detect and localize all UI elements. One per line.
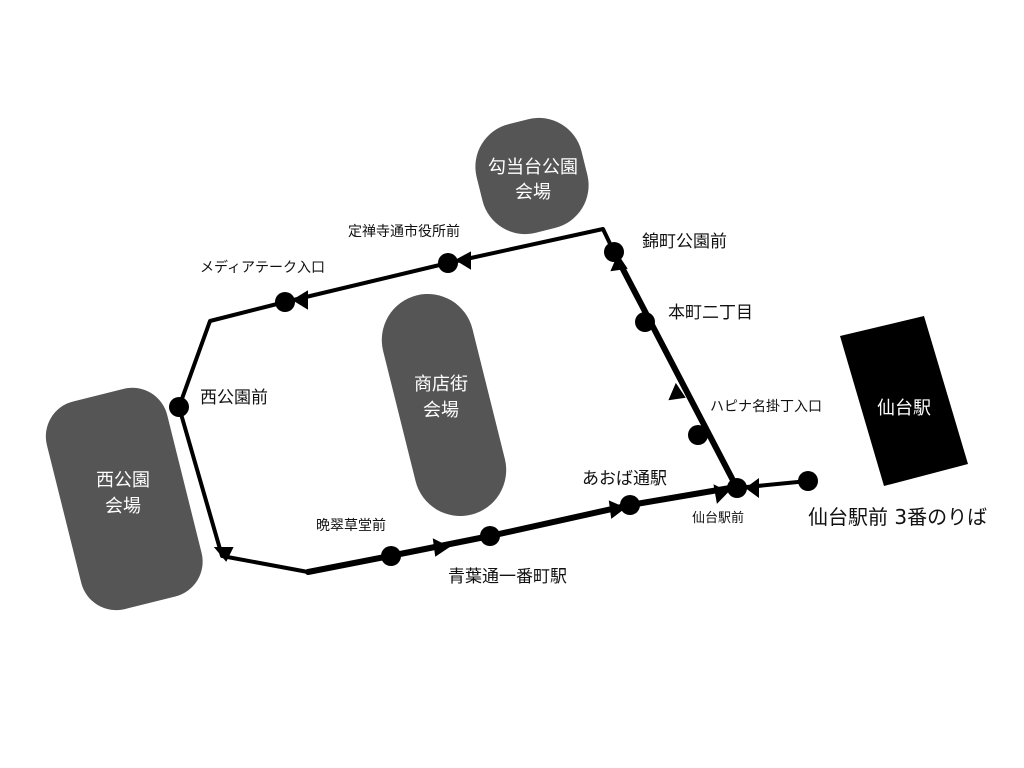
sendai-station-label: 仙台駅 (877, 398, 931, 419)
stop-label-aobadori-ichibancho: 青葉通一番町駅 (448, 567, 567, 587)
arrow-icon (745, 478, 759, 498)
arrow-icon (608, 500, 626, 519)
stop-label-terminal: 仙台駅前 3番のりば (808, 505, 987, 529)
stop-label-honcho: 本町二丁目 (668, 303, 753, 323)
arrow-icon (432, 538, 450, 557)
arrow-icon (454, 251, 471, 270)
stop-marker-honcho (635, 312, 655, 332)
stop-label-jozenji: 定禅寺通市役所前 (348, 223, 460, 240)
direction-arrows (213, 251, 759, 562)
stop-marker-hapina (688, 425, 708, 445)
arrow-icon (610, 253, 628, 272)
bus-stops (169, 242, 818, 566)
venue-shotengai-label-1: 商店街 (414, 374, 468, 395)
venue-shotengai-label-2: 会場 (423, 400, 459, 421)
venue-nishi-label-1: 西公園 (96, 470, 150, 491)
venue-kotodai-label-2: 会場 (515, 182, 551, 203)
stop-label-nishikicho: 錦町公園前 (642, 232, 727, 252)
venue-kotodai-park: 勾当台公園 会場 (475, 117, 589, 235)
venue-shotengai: 商店街 会場 (381, 293, 507, 517)
stop-label-hapina: ハピナ名掛丁入口 (710, 399, 822, 415)
stop-marker-bansuisodo (381, 546, 401, 566)
stop-marker-terminal (798, 471, 818, 491)
arrow-icon (213, 547, 234, 562)
stop-label-aobadori: あおば通駅 (582, 469, 667, 489)
stop-marker-aobadori-ichibancho (480, 526, 500, 546)
stop-label-sendaiekimae: 仙台駅前 (692, 510, 744, 526)
stop-marker-sendaiekimae (727, 478, 747, 498)
venue-nishi-park: 西公園 会場 (45, 387, 203, 611)
stop-label-bansuisodo: 晩翠草堂前 (316, 517, 386, 534)
venue-nishi-label-2: 会場 (105, 496, 141, 517)
arrow-icon (668, 382, 686, 401)
stop-marker-mediatheque (275, 292, 295, 312)
venue-kotodai-label-1: 勾当台公園 (488, 157, 578, 178)
arrow-icon (713, 484, 729, 504)
stop-marker-aobadori (620, 495, 640, 515)
arrow-icon (292, 290, 308, 310)
stop-marker-nishikoenmae (169, 397, 189, 417)
stop-marker-nishikicho (604, 242, 624, 262)
stop-marker-jozenji (438, 253, 458, 273)
stop-label-nishikoenmae: 西公園前 (200, 388, 268, 408)
stop-label-mediatheque: メディアテーク入口 (200, 259, 325, 276)
sendai-station-building: 仙台駅 (840, 316, 968, 486)
